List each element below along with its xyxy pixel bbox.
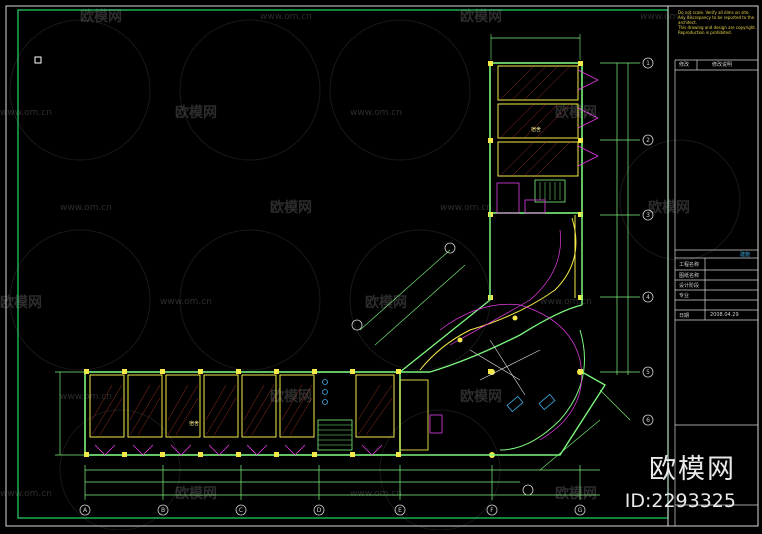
grid-bubble-label: A: [83, 507, 88, 514]
revision-header-col2: 修改说明: [712, 62, 733, 68]
grid-bubble-label: 5: [646, 369, 650, 376]
tb-label-project: 工程名称: [679, 262, 700, 268]
watermark-url: www.om.cn: [0, 489, 52, 499]
sheet-frame: [5, 5, 759, 527]
vertical-wing: [488, 34, 599, 374]
grid-bubble-label: C: [239, 507, 243, 514]
watermark-url: www.om.cn: [440, 203, 492, 213]
grid-bubble-label: G: [578, 507, 583, 514]
grid-labels-right: 1 2 3 4 5 6: [646, 60, 650, 424]
watermark-url: www.om.cn: [350, 108, 402, 118]
watermark-text: 欧模网: [270, 389, 312, 405]
title-block-notes: Do not scale. Verify all dims on site. A…: [678, 10, 758, 35]
grid-bubble-label: 1: [646, 60, 650, 67]
note-line: Do not scale. Verify all dims on site.: [678, 10, 750, 15]
left-dimensions: [55, 371, 85, 456]
watermark-url: www.om.cn: [0, 108, 52, 118]
watermark-text: 欧模网: [270, 200, 312, 216]
grid-bubble-label: E: [398, 507, 402, 514]
sheet-tag: 建施: [740, 252, 751, 258]
watermark-text: 欧模网: [460, 9, 502, 25]
drawing-border: [17, 9, 669, 519]
grid-bubble-label: B: [161, 507, 165, 514]
watermark-text: 欧模网: [648, 200, 690, 216]
tb-label-drawing: 图纸名称: [679, 273, 700, 279]
horizontal-wing: [84, 369, 500, 457]
ucs-marker: [34, 56, 42, 64]
right-dimensions: [600, 62, 640, 375]
watermark-url: www.om.cn: [260, 12, 312, 22]
bottom-grid-bubbles: [79, 504, 586, 516]
grid-bubble-label: 6: [646, 417, 650, 424]
tb-label-date: 日期: [679, 313, 690, 319]
watermark-text: 欧模网: [365, 295, 407, 311]
watermark-text: 欧模网: [555, 486, 597, 502]
grid-bubble-label: 4: [646, 294, 650, 301]
watermark-url: www.om.cn: [160, 297, 212, 307]
title-block: [674, 59, 758, 526]
grid-bubble-label: F: [490, 507, 494, 514]
watermark-url: www.om.cn: [60, 392, 112, 402]
room-label: 宿舍: [189, 421, 200, 427]
watermark-text: 欧模网: [80, 9, 122, 25]
note-line: Any discrepancy to be reported to the ar…: [678, 15, 755, 25]
note-line: This drawing and design are copyright.: [678, 25, 757, 30]
bottom-dimensions: [84, 465, 600, 500]
revision-header-col1: 修改: [679, 62, 690, 68]
brand-id-text: ID:2293325: [624, 490, 736, 512]
note-line: Reproduction is prohibited.: [678, 30, 732, 35]
watermark-url: www.om.cn: [640, 12, 692, 22]
diagonal-link: [351, 217, 631, 496]
grid-bubble-label: 3: [646, 212, 650, 219]
tb-label-discipline: 专业: [679, 293, 690, 299]
grid-bubble-label: D: [317, 507, 322, 514]
right-grid-bubbles: [642, 57, 654, 426]
room-label-upper: 宿舍: [531, 127, 542, 133]
tb-date-value: 2008.04.29: [710, 312, 739, 318]
brand-logo-text: 欧模网: [649, 454, 736, 485]
watermark-text: 欧模网: [555, 105, 597, 121]
watermark-text: 欧模网: [175, 105, 217, 121]
watermark-text: 欧模网: [460, 389, 502, 405]
watermark-text: 欧模网: [175, 486, 217, 502]
watermark-url: www.om.cn: [350, 489, 402, 499]
tb-label-stage: 设计阶段: [679, 283, 700, 289]
grid-bubble-label: 2: [646, 137, 650, 144]
watermark-url: www.om.cn: [540, 297, 592, 307]
watermark-text: 欧模网: [0, 295, 42, 311]
watermark-circles: [9, 19, 741, 531]
watermark-url: www.om.cn: [60, 203, 112, 213]
grid-labels-bottom: A B C D E F G: [83, 507, 583, 514]
